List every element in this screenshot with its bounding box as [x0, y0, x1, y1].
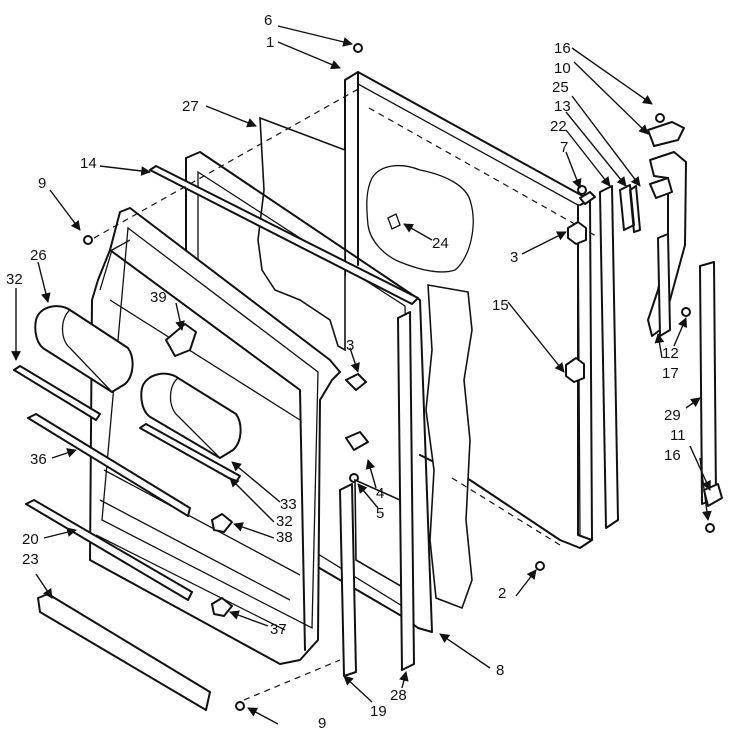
- part-label-9-bottom: 9: [318, 715, 326, 732]
- part-label-32-left: 32: [6, 271, 23, 288]
- part-label-20: 20: [22, 531, 39, 548]
- part-label-33: 33: [280, 496, 297, 513]
- part-label-2: 2: [498, 585, 506, 602]
- gasket-strips: [599, 184, 641, 529]
- breaker-strips: [149, 165, 419, 677]
- assembly-guide-lines: [93, 87, 561, 701]
- part-label-37: 37: [270, 621, 287, 638]
- leader-lines: [11, 25, 712, 725]
- part-label-10: 10: [554, 60, 571, 77]
- part-label-1: 1: [266, 34, 274, 51]
- part-label-27: 27: [182, 98, 199, 115]
- part-label-32-center: 32: [276, 513, 293, 530]
- trim-strip-right: [699, 261, 723, 507]
- part-label-11: 11: [670, 427, 686, 444]
- part-label-22: 22: [550, 118, 567, 135]
- part-label-24: 24: [432, 235, 449, 252]
- part-label-38: 38: [276, 529, 293, 546]
- part-label-19: 19: [370, 703, 387, 720]
- foil-patch: [366, 164, 474, 273]
- part-label-28: 28: [390, 687, 407, 704]
- part-label-3-lower: 3: [346, 337, 354, 354]
- part-label-8: 8: [496, 662, 504, 679]
- part-label-14: 14: [80, 155, 97, 172]
- part-label-3-upper: 3: [510, 249, 518, 266]
- part-label-6: 6: [264, 12, 272, 29]
- lower-bracket-parts: [345, 373, 369, 451]
- part-label-7: 7: [560, 139, 568, 156]
- shelf-bars: [13, 365, 241, 711]
- part-label-17: 17: [662, 365, 679, 382]
- part-label-4: 4: [376, 485, 384, 502]
- part-label-36: 36: [30, 451, 47, 468]
- part-label-13: 13: [554, 98, 571, 115]
- part-label-23: 23: [22, 551, 39, 568]
- part-label-25: 25: [552, 79, 569, 96]
- part-label-12: 12: [662, 345, 679, 362]
- part-label-16-top: 16: [554, 40, 571, 57]
- shelf-retainers: [211, 513, 233, 617]
- part-label-15: 15: [492, 297, 509, 314]
- part-label-16-bottom: 16: [664, 447, 681, 464]
- part-label-39: 39: [150, 289, 167, 306]
- door-handle: [647, 121, 687, 337]
- part-label-29: 29: [664, 407, 681, 424]
- door-shelves: [95, 299, 301, 631]
- part-label-5: 5: [376, 505, 384, 522]
- hinge-assembly: [565, 191, 596, 383]
- part-number-labels: 6 1 27 14 9 26 32 39 36 20 23 9 37 38 32…: [6, 12, 686, 732]
- part-label-26: 26: [30, 247, 47, 264]
- part-label-9-top: 9: [38, 175, 46, 192]
